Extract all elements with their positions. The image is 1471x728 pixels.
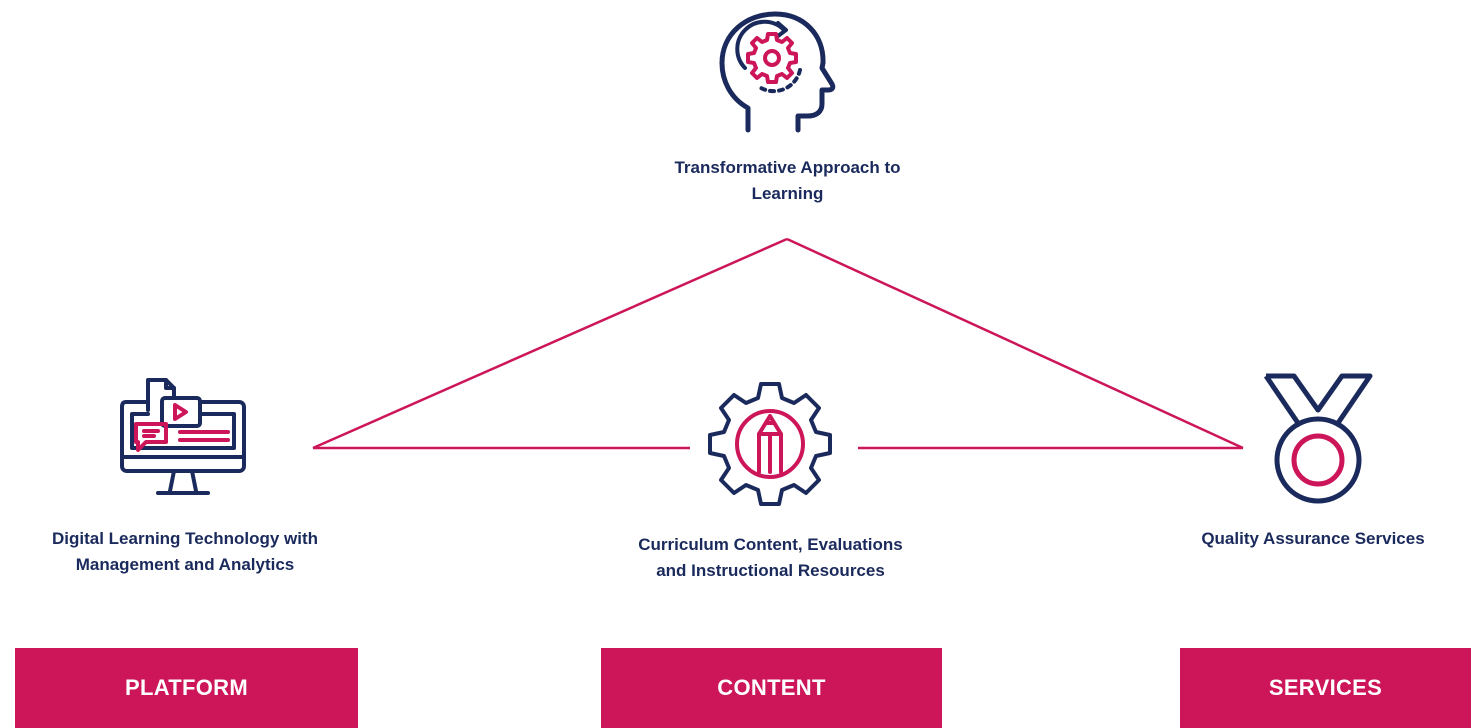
right-node-label: Quality Assurance Services bbox=[1155, 526, 1471, 552]
center-node-label: Curriculum Content, Evaluations and Inst… bbox=[583, 532, 958, 584]
medal-icon bbox=[1263, 373, 1373, 504]
left-node-label-line1: Digital Learning Technology with bbox=[51, 529, 319, 548]
content-pillar: CONTENT bbox=[601, 648, 942, 728]
gear-pencil-icon bbox=[708, 382, 832, 506]
head-gear-icon bbox=[719, 11, 836, 133]
services-pillar: SERVICES bbox=[1180, 648, 1471, 728]
center-node-label-line1: Curriculum Content, Evaluations bbox=[638, 535, 903, 554]
computer-monitor-icon bbox=[120, 378, 246, 495]
top-node-label-line1: Transformative Approach to bbox=[674, 158, 901, 177]
left-node-label-line2: Management and Analytics bbox=[75, 555, 295, 574]
top-node-label: Transformative Approach to Learning bbox=[600, 155, 975, 207]
platform-pillar: PLATFORM bbox=[15, 648, 358, 728]
left-node-label: Digital Learning Technology with Managem… bbox=[0, 526, 370, 578]
platform-pillar-label: PLATFORM bbox=[125, 675, 248, 700]
services-pillar-label: SERVICES bbox=[1268, 675, 1383, 700]
center-node-label-line2: and Instructional Resources bbox=[656, 561, 885, 580]
line-top-to-right bbox=[786, 237, 1244, 450]
top-node-label-line2: Learning bbox=[751, 184, 824, 203]
line-left-to-top bbox=[312, 237, 788, 450]
content-pillar-label: CONTENT bbox=[717, 675, 826, 700]
right-node-label-line1: Quality Assurance Services bbox=[1201, 529, 1425, 548]
